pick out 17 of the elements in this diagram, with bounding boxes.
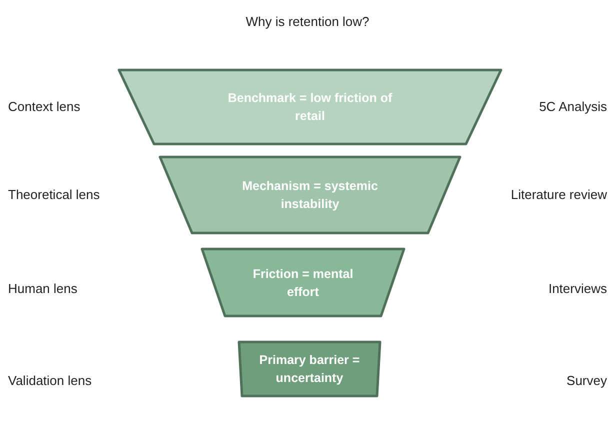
segment-label: Benchmark = low friction of retail	[226, 90, 394, 125]
funnel-segment	[200, 247, 406, 318]
method-label: Survey	[566, 373, 607, 388]
funnel-segment	[237, 340, 382, 398]
funnel-segment	[158, 155, 462, 235]
lens-label: Validation lens	[8, 373, 92, 388]
lens-label: Theoretical lens	[8, 187, 100, 202]
method-label: Interviews	[548, 281, 607, 296]
segment-label: Friction = mental effort	[252, 266, 354, 300]
funnel-segment	[117, 68, 503, 146]
lens-label: Human lens	[8, 281, 78, 296]
method-label: 5C Analysis	[539, 99, 607, 114]
segment-label: Primary barrier = uncertainty	[258, 352, 361, 387]
diagram-title: Why is retention low?	[244, 14, 370, 29]
method-label: Literature review	[510, 187, 607, 202]
segment-label: Mechanism = systemic instability	[241, 178, 379, 213]
lens-label: Context lens	[8, 99, 80, 114]
